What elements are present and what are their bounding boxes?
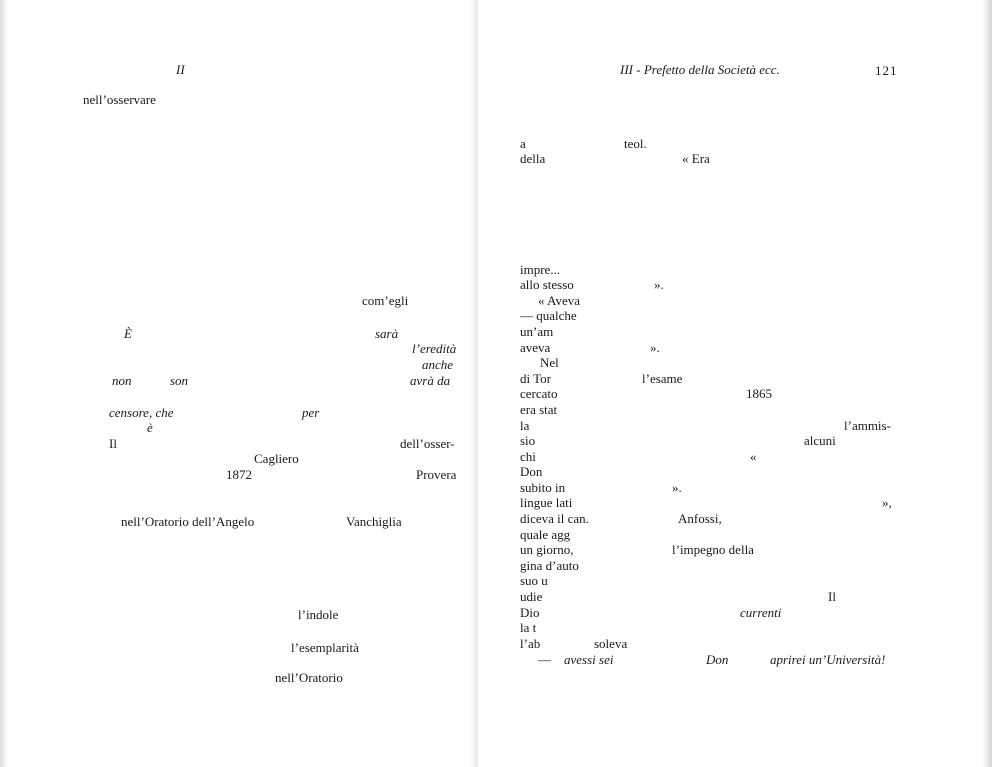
text-fragment: Dio xyxy=(520,605,540,620)
text-fragment: Vanchiglia xyxy=(346,514,402,529)
text-fragment: 1872 xyxy=(226,467,252,482)
text-fragment: « Aveva xyxy=(538,293,580,308)
text-fragment: dell’osser- xyxy=(400,436,455,451)
text-fragment: per xyxy=(302,405,320,420)
text-fragment: currenti xyxy=(740,605,782,620)
text-fragment: Don xyxy=(520,464,543,479)
text-fragment: avessi sei xyxy=(564,652,614,667)
left-page: II nell’osservare com’egli È sarà l’ered… xyxy=(0,0,478,767)
text-fragment: soleva xyxy=(594,636,628,651)
text-fragment: ». xyxy=(654,277,664,292)
text-fragment: aprirei un’Università! xyxy=(770,652,886,667)
text-fragment: — xyxy=(538,652,551,667)
right-page-edge xyxy=(982,0,992,767)
text-fragment: diceva il can. xyxy=(520,511,589,526)
text-fragment: quale agg xyxy=(520,527,571,542)
text-fragment: nell’Oratorio dell’Angelo xyxy=(121,514,255,529)
text-fragment: la xyxy=(520,418,530,433)
text-fragment: Il xyxy=(828,589,836,604)
text-fragment: aveva xyxy=(520,340,551,355)
text-fragment: l’ab xyxy=(520,636,541,651)
text-fragment: nell’Oratorio xyxy=(275,670,343,685)
text-fragment: Nel xyxy=(540,355,559,370)
left-running-head: II xyxy=(176,62,185,77)
text-fragment: ». xyxy=(650,340,660,355)
text-fragment: impre... xyxy=(520,262,561,277)
text-fragment: « Era xyxy=(682,151,710,166)
text-fragment: — qualche xyxy=(520,308,577,323)
text-fragment: avrà da xyxy=(410,373,451,388)
text-fragment: 1865 xyxy=(746,386,772,401)
text-fragment: teol. xyxy=(624,136,647,151)
text-fragment: l’esemplarità xyxy=(291,640,359,655)
text-fragment: a xyxy=(520,136,526,151)
right-page: III - Prefetto della Società ecc. 121 a … xyxy=(478,0,992,767)
text-fragment: « xyxy=(750,449,757,464)
text-fragment: sarà xyxy=(375,326,399,341)
text-fragment: un’am xyxy=(520,324,554,339)
text-fragment: com’egli xyxy=(362,293,409,308)
right-running-head: III - Prefetto della Società ecc. xyxy=(620,62,780,77)
text-fragment: l’indole xyxy=(298,607,339,622)
text-fragment: era stat xyxy=(520,402,558,417)
text-fragment: censore, che xyxy=(109,405,174,420)
text-fragment: », xyxy=(882,495,892,510)
text-fragment: l’esame xyxy=(642,371,683,386)
text-fragment: è xyxy=(147,420,153,435)
text-fragment: nell’osservare xyxy=(83,92,156,107)
text-fragment: un giorno, xyxy=(520,542,574,557)
text-fragment: allo stesso xyxy=(520,277,574,292)
text-fragment: della xyxy=(520,151,546,166)
text-fragment: son xyxy=(170,373,189,388)
text-fragment: Provera xyxy=(416,467,457,482)
text-fragment: di Tor xyxy=(520,371,551,386)
text-fragment: l’eredità xyxy=(412,341,457,356)
text-fragment: alcuni xyxy=(804,433,836,448)
text-fragment: chi xyxy=(520,449,536,464)
text-fragment: cercato xyxy=(520,386,558,401)
text-fragment: ». xyxy=(672,480,682,495)
text-fragment: gina d’auto xyxy=(520,558,579,573)
page-number: 121 xyxy=(875,63,898,78)
text-fragment: Anfossi, xyxy=(678,511,722,526)
text-fragment: Il xyxy=(109,436,117,451)
left-page-edge xyxy=(0,0,8,767)
text-fragment: udie xyxy=(520,589,543,604)
text-fragment: subito in xyxy=(520,480,566,495)
text-fragment: Cagliero xyxy=(254,451,299,466)
text-fragment: non xyxy=(112,373,132,388)
text-fragment: lingue lati xyxy=(520,495,573,510)
text-fragment: suo u xyxy=(520,573,548,588)
text-fragment: È xyxy=(124,326,132,341)
text-fragment: la t xyxy=(520,620,537,635)
text-fragment: l’impegno della xyxy=(672,542,754,557)
text-fragment: l’ammis- xyxy=(844,418,891,433)
text-fragment: sio xyxy=(520,433,536,448)
text-fragment: anche xyxy=(422,357,454,372)
text-fragment: Don xyxy=(706,652,729,667)
